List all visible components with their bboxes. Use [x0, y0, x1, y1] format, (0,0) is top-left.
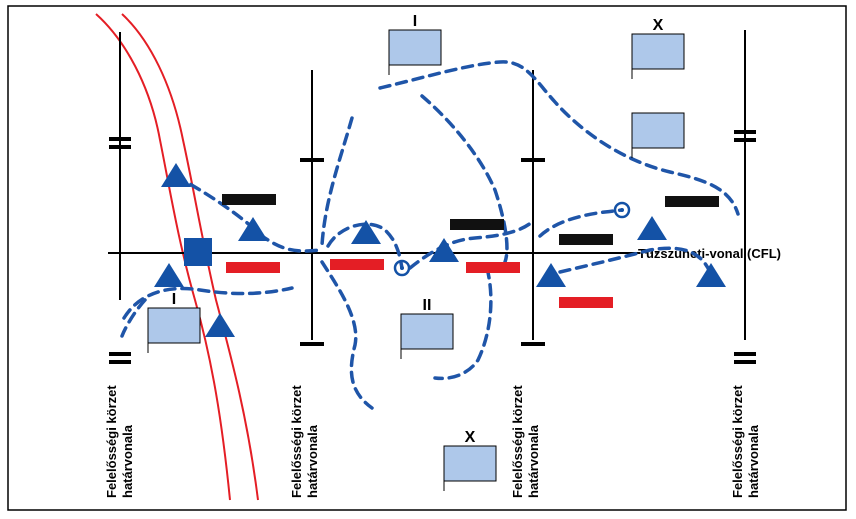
unit-echelon: I [172, 291, 176, 308]
boundary-lines [119, 30, 746, 340]
friendly-positions [226, 259, 613, 308]
hostile-bar-3 [559, 234, 613, 245]
hostile-bar-4 [665, 196, 719, 207]
route-ridge [420, 94, 509, 264]
circle-target-dot [620, 208, 624, 212]
boundary-labels: Felelősségi körzet határvonala Felelőssé… [104, 385, 761, 498]
circle-target-dot [400, 266, 404, 270]
triangle-icon [637, 216, 667, 240]
triangle-icon [161, 163, 191, 187]
river-bank-east [121, 13, 259, 501]
boundary-label-line1: Felelősségi körzet [289, 385, 304, 498]
unit-symbol-frame [443, 445, 497, 482]
unit-echelon: X [465, 429, 476, 446]
unit-echelon: I [413, 13, 417, 30]
unit-symbols: I X I II X [147, 13, 685, 491]
boundary-label-2: Felelősségi körzet határvonala [289, 385, 320, 498]
unit-symbol: X [443, 429, 497, 491]
unit-echelon: II [423, 297, 432, 314]
route-east-mid [408, 220, 534, 270]
unit-symbol [631, 112, 685, 158]
route-top-arc [378, 60, 740, 216]
hostile-bar-2 [450, 219, 504, 230]
unit-symbol: I [388, 13, 442, 75]
route-center-north [320, 116, 354, 247]
circle-target-icon [393, 259, 411, 277]
boundary-label-line1: Felelősségi körzet [510, 385, 525, 498]
triangle-icon [696, 263, 726, 287]
river-bank-west [95, 13, 231, 501]
boundary-label-line1: Felelősségi körzet [104, 385, 119, 498]
boundary-echelon-marks [109, 130, 756, 364]
route-south-curve [433, 266, 493, 381]
hostile-positions [222, 194, 719, 245]
triangle-icon [238, 217, 268, 241]
hostile-bar-1 [222, 194, 276, 205]
unit-symbol-frame [631, 112, 685, 149]
triangle-icon [429, 238, 459, 262]
circle-target-icon [613, 201, 631, 219]
boundary-label-3: Felelősségi körzet határvonala [510, 385, 541, 498]
river [95, 13, 259, 501]
unit-echelon: X [653, 17, 664, 34]
boundary-label-4: Felelősségi körzet határvonala [730, 385, 761, 498]
unit-symbol: X [631, 17, 685, 79]
friendly-bar-4 [559, 297, 613, 308]
route-west-lower [122, 286, 294, 320]
triangle-icon [154, 263, 184, 287]
boundary-label-line1: Felelősségi körzet [730, 385, 745, 498]
cease-fire-line-label: Tűzszüneti-vonal (CFL) [638, 246, 781, 261]
observation-posts [393, 201, 631, 277]
unit-symbol-frame [631, 33, 685, 70]
unit-symbol-frame [400, 313, 454, 350]
boundary-label-line2: határvonala [120, 424, 135, 498]
boundary-label-1: Felelősségi körzet határvonala [104, 385, 135, 498]
unit-symbol: II [400, 297, 454, 359]
friendly-bar-3 [466, 262, 520, 273]
triangle-icon [351, 220, 381, 244]
triangle-icon [536, 263, 566, 287]
boundary-label-line2: határvonala [305, 424, 320, 498]
route-center-south [320, 260, 374, 410]
unit-symbol: I [147, 291, 201, 353]
friendly-bar-2 [330, 259, 384, 270]
observation-post-dots [400, 208, 624, 270]
route-east-lower [558, 246, 712, 274]
unit-symbol-frame [388, 29, 442, 66]
friendly-bar-1 [226, 262, 280, 273]
outposts [154, 163, 726, 337]
boundary-label-line2: határvonala [746, 424, 761, 498]
route-east-hook [538, 208, 624, 238]
square-icon [184, 238, 212, 266]
unit-symbol-frame [147, 307, 201, 344]
route-center-loop [326, 222, 404, 270]
triangle-icon [205, 313, 235, 337]
boundary-label-line2: határvonala [526, 424, 541, 498]
route-west-bend [120, 298, 147, 338]
diagram-frame [7, 5, 847, 511]
